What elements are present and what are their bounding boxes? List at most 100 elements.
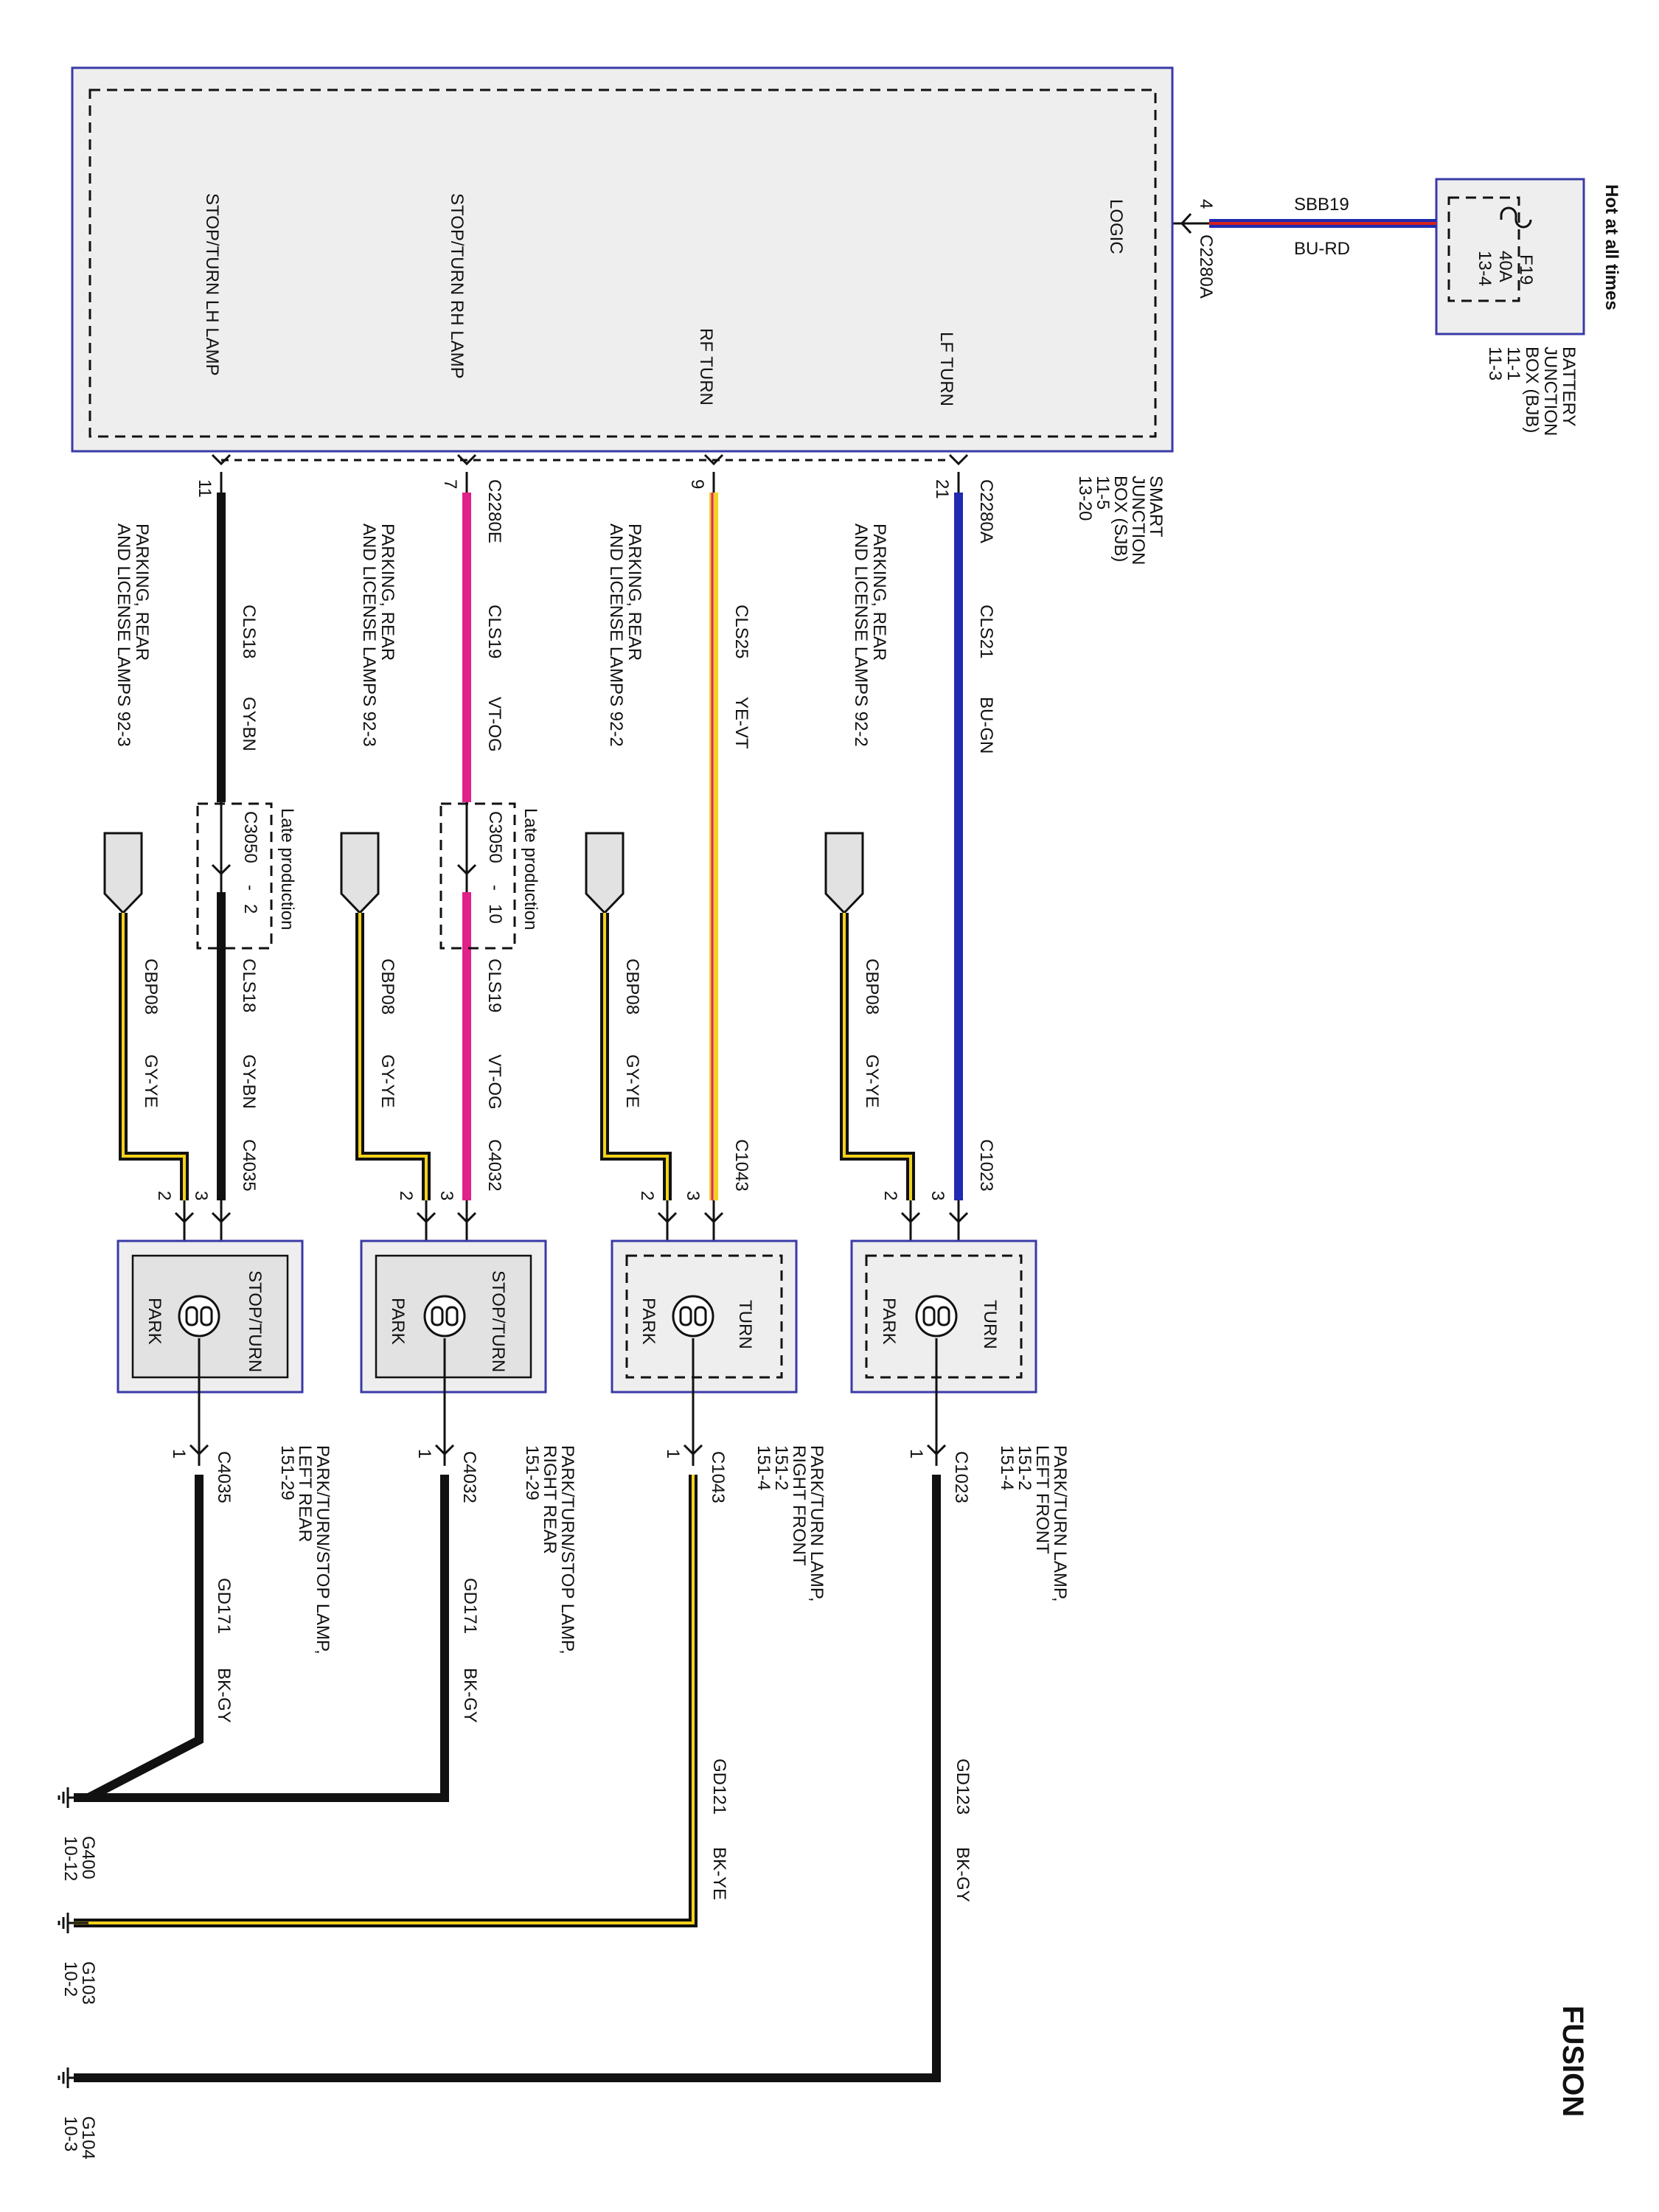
lamp-right-front: TURN PARK bbox=[611, 1239, 798, 1394]
ground-icon bbox=[58, 1786, 90, 1809]
lamp-label-turn: TURN bbox=[735, 1300, 755, 1349]
lamp-name-line2: RIGHT REAR bbox=[540, 1445, 560, 1554]
wire-cls21 bbox=[954, 493, 963, 1200]
pin-label: 3 bbox=[683, 1191, 703, 1200]
ground-name: G104 bbox=[78, 2116, 98, 2160]
bjb-name-line3: BOX (BJB) bbox=[1522, 347, 1542, 433]
smart-junction-box: LOGIC LF TURN RF TURN STOP/TURN RH LAMP … bbox=[71, 66, 1174, 565]
fuse-amperage: 40A bbox=[1495, 251, 1515, 282]
lamp-connector-c4035: C4035 bbox=[239, 1139, 259, 1192]
lamp-name-line2: LEFT REAR bbox=[295, 1445, 315, 1543]
feed-ref-line2: AND LICENSE LAMPS 92-2 bbox=[851, 524, 871, 747]
park-feed-lf: CBP08 GY-YE bbox=[824, 832, 915, 1200]
lamp-label-stop-turn: STOP/TURN bbox=[488, 1270, 508, 1372]
connector-c2280a-pin4 bbox=[1180, 212, 1192, 234]
pin-label: 3 bbox=[191, 1191, 211, 1200]
park-circuit: CBP08 bbox=[862, 959, 882, 1015]
bjb-name-line2: JUNCTION bbox=[1540, 347, 1560, 436]
ground-circuit: GD121 bbox=[709, 1759, 729, 1815]
sjb-name-line1: SMART bbox=[1146, 476, 1166, 538]
bjb-ref-2: 11-3 bbox=[1485, 347, 1505, 380]
sjb-name-line2: JUNCTION bbox=[1128, 476, 1148, 565]
sjb-name-line3: BOX (SJB) bbox=[1110, 476, 1130, 562]
wire-gd171-lr bbox=[86, 1475, 204, 1802]
lamp-ref-2: 151-4 bbox=[754, 1445, 773, 1490]
late-production-note: Late production bbox=[521, 808, 540, 930]
sjb-output-rf-turn: RF TURN bbox=[696, 328, 716, 406]
park-source-connector bbox=[340, 832, 380, 915]
park-circuit: CBP08 bbox=[141, 959, 161, 1015]
late-production-box bbox=[439, 802, 516, 950]
feed-ref-line1: PARKING, REAR bbox=[869, 524, 889, 661]
lamp-left-rear: STOP/TURN PARK bbox=[116, 1239, 304, 1394]
lamp-connector-label: C4032 bbox=[459, 1451, 479, 1503]
page-title: FUSION bbox=[1557, 2006, 1589, 2117]
ground-circuit: GD171 bbox=[214, 1578, 234, 1634]
late-pin: 2 bbox=[240, 904, 260, 914]
ground-ref: 10-2 bbox=[60, 1961, 80, 1997]
ground-color: BK-GY bbox=[953, 1847, 973, 1902]
feed-ref-line2: AND LICENSE LAMPS 92-3 bbox=[114, 524, 133, 747]
pin-label: 3 bbox=[437, 1191, 456, 1200]
feed-ref-line2: AND LICENSE LAMPS 92-2 bbox=[606, 524, 626, 747]
sjb-pin-7: 7 bbox=[440, 479, 460, 489]
park-feed-rf: CBP08 GY-YE bbox=[585, 832, 672, 1200]
lamp-connector-label: C1043 bbox=[708, 1451, 728, 1503]
late-connector-dash: - bbox=[240, 885, 260, 891]
ground-name: G103 bbox=[78, 1961, 98, 2005]
pin-label: 2 bbox=[637, 1191, 657, 1200]
lamp-names: PARK/TURN LAMP, LEFT FRONT 151-2 151-4 P… bbox=[277, 1445, 1070, 1655]
connector-c2280e-label: C2280E bbox=[484, 479, 504, 543]
ground-ref: 10-12 bbox=[60, 1836, 80, 1881]
wire-gd171-rr bbox=[74, 1475, 449, 1802]
feed-circuit-cls18-lower: CLS18 bbox=[239, 959, 259, 1012]
lamp-connector-c1023: C1023 bbox=[976, 1139, 996, 1192]
park-circuit: CBP08 bbox=[622, 959, 642, 1015]
late-production-box bbox=[196, 802, 273, 950]
lamp-ground-pins: 1 1 1 1 C1023 C1043 C4032 C4035 bbox=[169, 1338, 971, 1503]
supply-color: BU-RD bbox=[1294, 239, 1350, 259]
lamp-name-line2: RIGHT FRONT bbox=[789, 1445, 809, 1566]
fuse-id: F19 bbox=[1516, 254, 1536, 285]
park-color: GY-YE bbox=[622, 1054, 642, 1107]
feed-ref-line1: PARKING, REAR bbox=[625, 524, 644, 661]
lamp-connector-label: C1023 bbox=[951, 1451, 971, 1503]
pin-label: 1 bbox=[663, 1449, 683, 1458]
feed-circuit-cls21: CLS21 bbox=[976, 605, 996, 658]
hot-at-all-times-label: Hot at all times bbox=[1601, 184, 1621, 310]
sjb-output-stop-turn-lh: STOP/TURN LH LAMP bbox=[202, 193, 222, 376]
lamp-label-park: PARK bbox=[639, 1298, 658, 1345]
feed-circuit-cls19: CLS19 bbox=[484, 605, 504, 658]
lamp-ref-1: 151-29 bbox=[277, 1445, 297, 1500]
lamp-ref-1: 151-29 bbox=[522, 1445, 542, 1500]
lamp-name-line1: PARK/TURN LAMP, bbox=[1050, 1445, 1070, 1602]
late-production-note: Late production bbox=[277, 808, 297, 930]
late-connector-dash: - bbox=[485, 885, 505, 891]
feed-ref-line1: PARKING, REAR bbox=[378, 524, 397, 661]
sjb-output-lf-turn: LF TURN bbox=[936, 332, 956, 406]
wire-gd123 bbox=[74, 1475, 941, 2082]
wire-cls19-lower bbox=[462, 892, 471, 1200]
ground-circuit: GD123 bbox=[953, 1759, 973, 1815]
lamp-name-line1: PARK/TURN LAMP, bbox=[807, 1445, 827, 1602]
ground-wires: GD123 BK-GY GD121 BK-YE GD171 BK-GY GD17… bbox=[74, 1475, 973, 2082]
lamp-label-turn: TURN bbox=[980, 1300, 1000, 1349]
ground-g103: G103 10-2 bbox=[58, 1911, 98, 2005]
park-source-connector bbox=[824, 832, 864, 915]
lamp-connector-label: C4035 bbox=[214, 1451, 234, 1503]
feed-ref-line1: PARKING, REAR bbox=[132, 524, 152, 661]
sjb-logic-label: LOGIC bbox=[1106, 199, 1126, 254]
sjb-ref-1: 11-5 bbox=[1093, 476, 1113, 509]
lamp-label-park: PARK bbox=[879, 1298, 899, 1345]
ground-g104: G104 10-3 bbox=[58, 2066, 98, 2160]
feed-color-cls25: YE-VT bbox=[731, 697, 751, 749]
lamp-ref-2: 151-4 bbox=[997, 1445, 1017, 1490]
lamp-left-front: TURN PARK bbox=[850, 1239, 1037, 1394]
bjb-ref-1: 11-1 bbox=[1503, 347, 1523, 380]
lamp-ref-1: 151-2 bbox=[771, 1445, 791, 1490]
battery-junction-box: F19 40A 13-4 Hot at all times BATTERY JU… bbox=[1435, 178, 1621, 436]
late-pin: 10 bbox=[485, 904, 505, 924]
ground-icon bbox=[58, 1911, 90, 1935]
lamp-label-park: PARK bbox=[388, 1298, 408, 1345]
late-connector: C3050 bbox=[485, 811, 505, 863]
